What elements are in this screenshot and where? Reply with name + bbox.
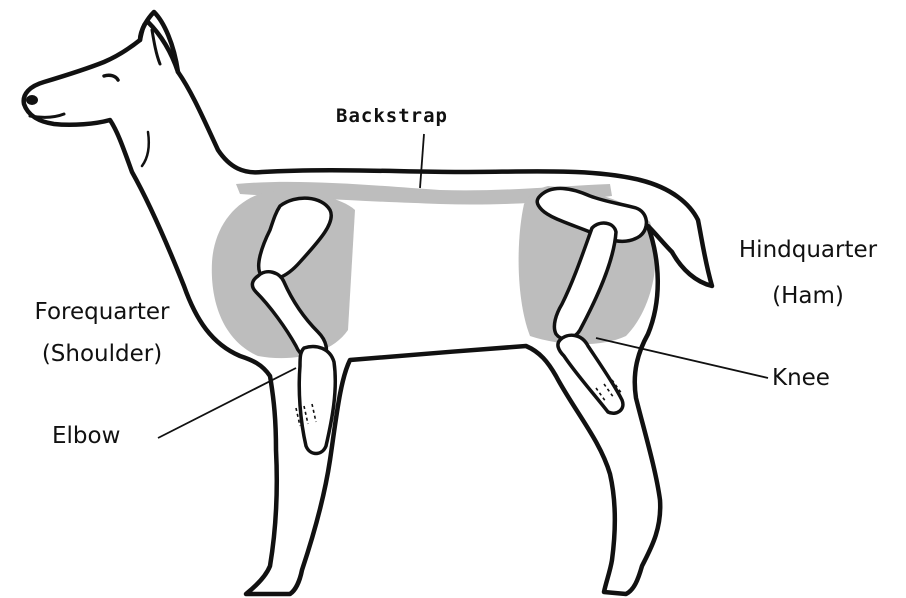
hindquarter-label: Hindquarter	[710, 236, 906, 264]
knee-leader	[596, 338, 768, 378]
tibia-bone	[558, 335, 623, 413]
eye-mark	[104, 75, 118, 80]
ham-label: (Ham)	[710, 282, 906, 310]
shoulder-label: (Shoulder)	[4, 340, 200, 368]
backstrap-leader	[420, 134, 424, 188]
nose-mark	[26, 95, 38, 105]
neck-fold	[142, 132, 149, 166]
mouth-line	[30, 114, 64, 117]
knee-label: Knee	[772, 364, 830, 392]
elbow-label: Elbow	[52, 422, 120, 450]
radius-bone	[299, 347, 335, 454]
backstrap-label: Backstrap	[336, 102, 448, 130]
forequarter-label: Forequarter	[4, 298, 200, 326]
